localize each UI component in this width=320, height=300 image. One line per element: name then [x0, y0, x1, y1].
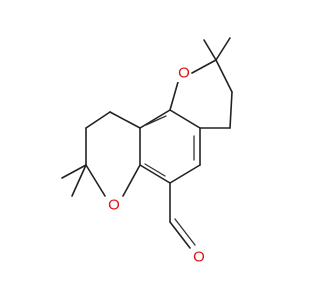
label-bg: [176, 64, 190, 82]
oxygen-aldehyde-label: O: [193, 249, 205, 266]
oxygen-bottom-label: O: [108, 197, 120, 214]
methyl-left-2: [71, 164, 87, 197]
bond-cho-o-double: [174, 218, 196, 246]
label-bg: [107, 196, 121, 214]
bond-cq-ch2: [215, 59, 233, 93]
oxygen-top-label: O: [178, 65, 190, 82]
bond-ch2-ch2: [229, 91, 233, 129]
bond-ar-ch2-left: [109, 111, 141, 129]
molecule-canvas: O O O: [61, 37, 235, 266]
ar-bond-6: [139, 109, 171, 129]
methyl-top-1: [203, 39, 217, 61]
bond-cq-obottom: [85, 164, 106, 197]
bond-ch2-ch2-left: [85, 111, 111, 129]
bond-obottom-ar: [122, 164, 141, 197]
methyl-top-2: [215, 37, 231, 61]
ar-bond-3: [169, 164, 201, 184]
methyl-left-1: [61, 164, 87, 179]
ar-bond-4: [139, 164, 171, 184]
skeleton-accurate: O O O: [61, 37, 233, 266]
ar-double-2: [144, 163, 166, 177]
label-bg: [192, 248, 206, 266]
bond-ar-otop: [169, 81, 179, 111]
bond-cho-o: [169, 221, 191, 249]
ar-double-3: [145, 115, 167, 126]
bond-otop-cq: [191, 59, 217, 74]
ar-bond-1: [169, 109, 201, 129]
